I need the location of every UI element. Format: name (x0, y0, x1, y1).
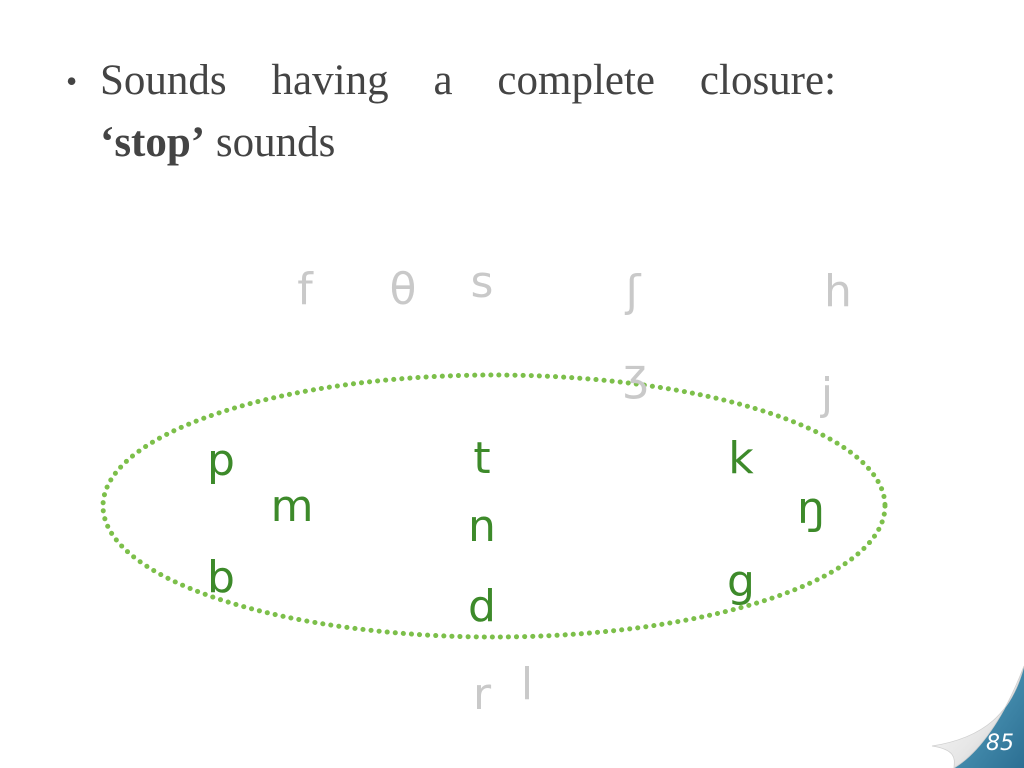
phoneme-f: f (297, 264, 313, 315)
phoneme-eng: ŋ (797, 483, 825, 534)
phoneme-j: j (820, 369, 834, 420)
phoneme-m: m (270, 481, 314, 532)
phoneme-r: r (472, 669, 492, 720)
word-sounds-2: sounds (205, 119, 336, 166)
phoneme-h: h (824, 266, 852, 317)
phoneme-k: k (728, 433, 754, 484)
word-closure: closure: (699, 57, 837, 104)
word-a: a (433, 57, 453, 104)
stop-word: ‘stop’ (100, 119, 206, 166)
phoneme-n: n (468, 501, 496, 552)
page-curl-icon (931, 665, 1024, 768)
phoneme-b: b (207, 552, 235, 603)
bullet-line-1: Sounds having a complete closure: (100, 50, 836, 112)
phoneme-s: s (470, 257, 494, 308)
bullet-dot: • (66, 63, 78, 99)
phoneme-l: l (520, 659, 534, 710)
phoneme-p: p (207, 435, 235, 486)
phoneme-ezh: ʒ (623, 350, 649, 401)
word-sounds: Sounds (100, 57, 227, 104)
phoneme-t: t (473, 433, 491, 484)
phoneme-theta: θ (389, 264, 417, 315)
word-having: having (271, 57, 389, 104)
bullet-line-2: ‘stop’ sounds (100, 112, 335, 174)
word-complete: complete (497, 57, 656, 104)
page-number: 85 (986, 731, 1014, 756)
phoneme-g: g (727, 556, 755, 607)
phoneme-esh: ʃ (625, 266, 641, 317)
phoneme-d: d (468, 581, 496, 632)
